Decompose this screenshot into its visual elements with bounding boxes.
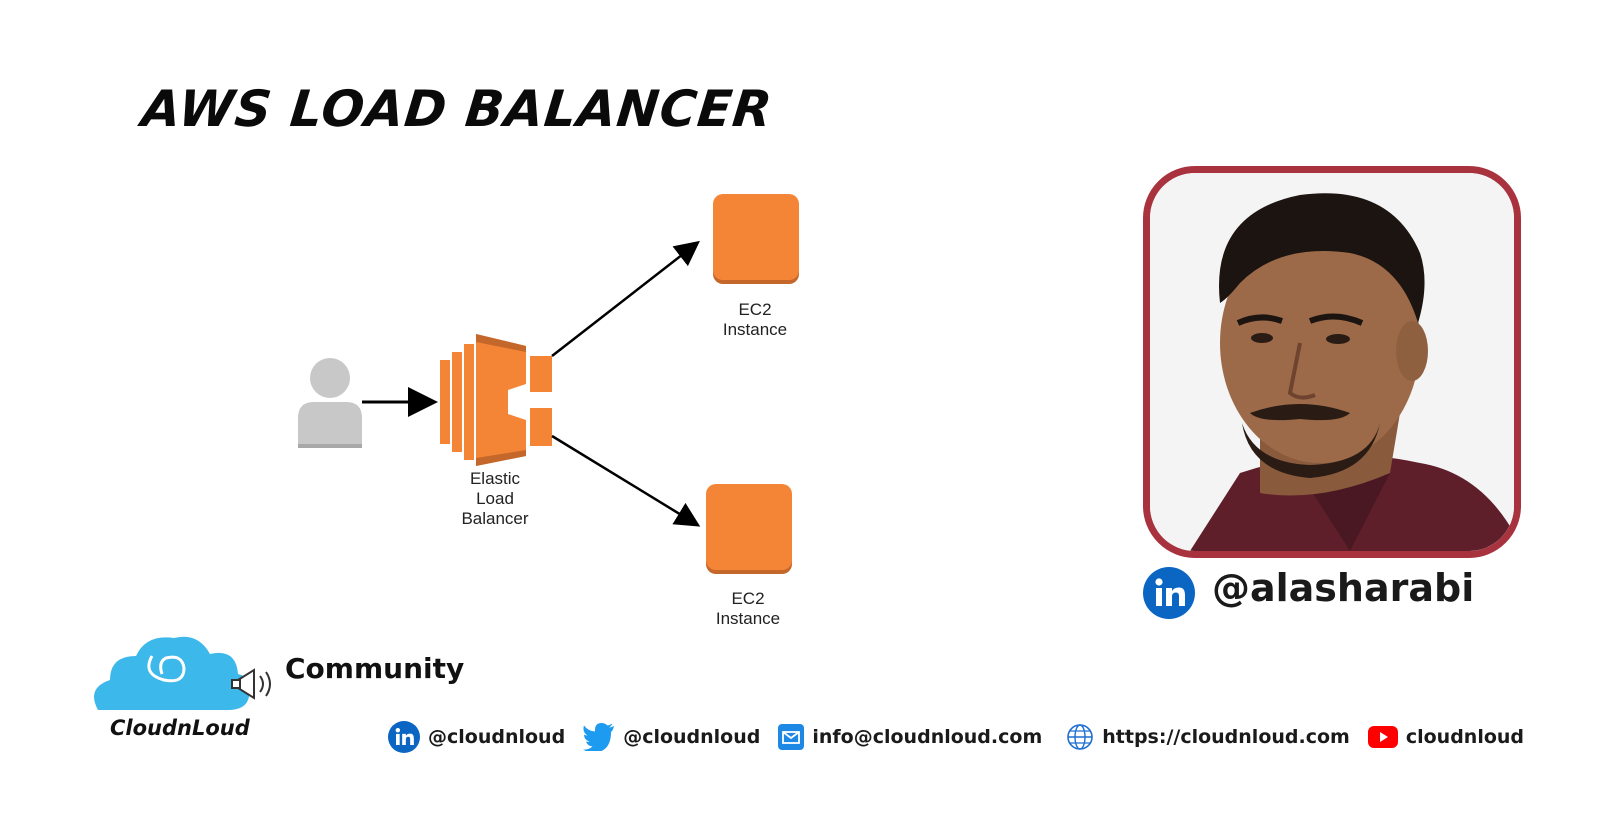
footer-website[interactable]: https://cloudnloud.com — [1066, 723, 1350, 751]
linkedin-icon — [388, 721, 420, 753]
elb-label: Elastic Load Balancer — [445, 469, 545, 529]
elb-label-line: Load — [476, 489, 514, 508]
ec2-instance-bottom-icon — [706, 484, 792, 574]
globe-icon — [1067, 724, 1094, 750]
presenter-portrait — [1150, 173, 1514, 551]
footer-linkedin[interactable]: @cloudnloud — [388, 721, 565, 753]
contact-footer: @cloudnloud @cloudnloud info@cloudnloud.… — [388, 717, 1542, 757]
footer-twitter[interactable]: @cloudnloud — [583, 723, 760, 751]
ec2-label-line: EC2 — [731, 589, 765, 608]
footer-email[interactable]: info@cloudnloud.com — [778, 724, 1042, 750]
footer-youtube-channel[interactable]: cloudnloud — [1405, 726, 1525, 748]
footer-twitter-handle[interactable]: @cloudnloud — [623, 726, 761, 748]
arrow-elb-to-instance-top — [551, 240, 700, 357]
linkedin-icon[interactable] — [1143, 567, 1195, 619]
elb-label-line: Balancer — [461, 509, 529, 528]
footer-website-url[interactable]: https://cloudnloud.com — [1102, 726, 1350, 748]
ec2-instance-top-icon — [713, 194, 799, 284]
user-icon — [298, 358, 362, 448]
presenter-photo — [1143, 166, 1521, 558]
twitter-icon — [583, 723, 615, 751]
presenter-handle[interactable]: @alasharabi — [1212, 566, 1475, 610]
ec2-label-line: EC2 — [738, 300, 772, 319]
arrow-elb-to-instance-bottom — [551, 434, 701, 527]
youtube-icon — [1367, 726, 1398, 748]
elb-label-line: Elastic — [469, 469, 521, 488]
community-label: Community — [285, 652, 465, 685]
footer-linkedin-handle[interactable]: @cloudnloud — [428, 726, 566, 748]
ec2-label-line: Instance — [715, 609, 781, 628]
footer-youtube[interactable]: cloudnloud — [1367, 726, 1525, 748]
ec2-instance-bottom-label: EC2 Instance — [698, 589, 798, 629]
elastic-load-balancer-icon — [440, 334, 552, 466]
brand-name: CloudnLoud — [110, 716, 250, 740]
ec2-instance-top-label: EC2 Instance — [705, 300, 805, 340]
footer-email-address[interactable]: info@cloudnloud.com — [812, 726, 1043, 748]
ec2-label-line: Instance — [722, 320, 788, 339]
cloudnloud-logo — [94, 636, 271, 710]
email-icon — [778, 724, 805, 750]
